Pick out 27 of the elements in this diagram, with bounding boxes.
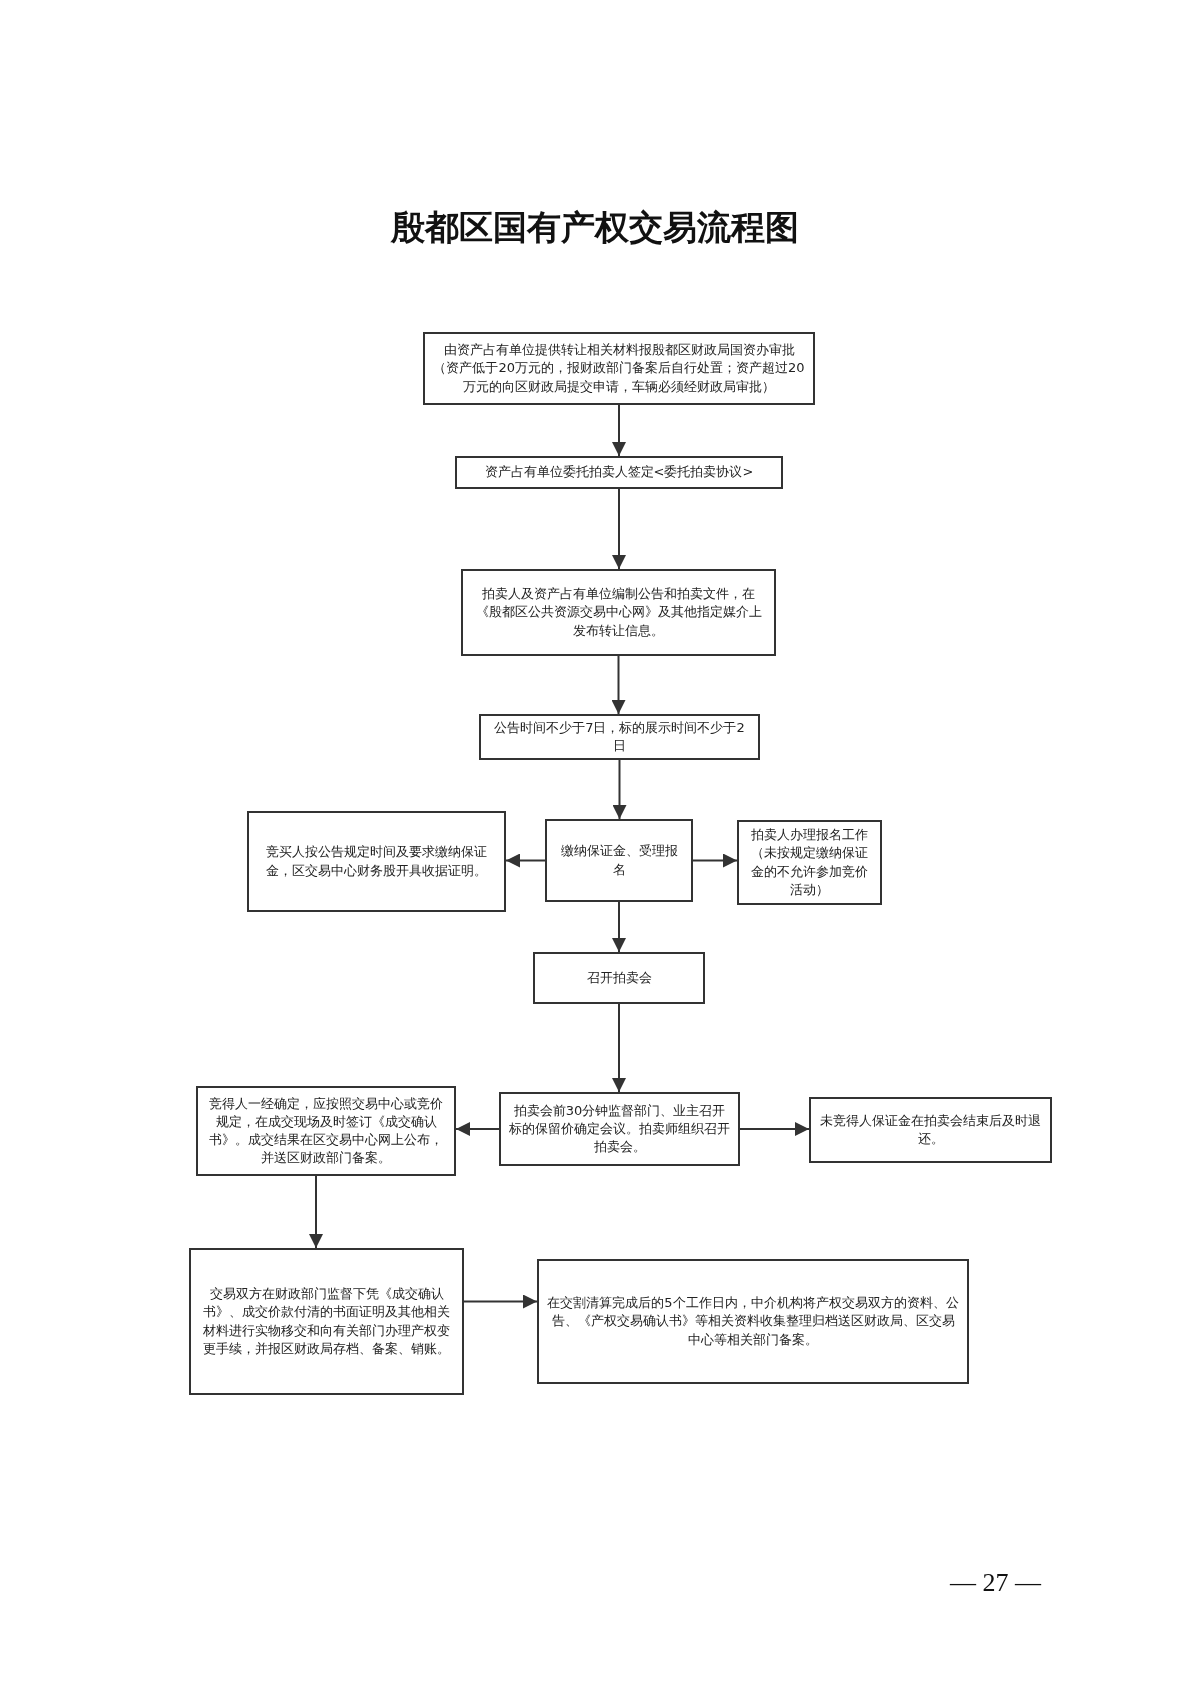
process-box: 由资产占有单位提供转让相关材料报殷都区财政局国资办审批（资产低于20万元的，报财政部门备案后自行处置；资产超过20万元的向区财政局提交申请，车辆必须经财政局审批） [423,332,815,405]
arrow [611,655,626,715]
process-box: 资产占有单位委托拍卖人签定<委托拍卖协议> [455,456,783,489]
process-box: 在交割清算完成后的5个工作日内，中介机构将产权交易双方的资料、公告、《产权交易确认书》等相关资料收集整理归档送区财政局、区交易中心等相关部门备案。 [537,1259,969,1384]
diagram-title: 殷都区国有产权交易流程图 [389,206,800,249]
arrow [612,901,626,953]
process-box: 拍卖人办理报名工作（未按规定缴纳保证金的不允许参加竞价活动） [737,820,882,905]
arrow [612,488,626,570]
arrow [309,1175,323,1249]
page-number: — 27 — [950,1568,1041,1598]
process-box: 竞买人按公告规定时间及要求缴纳保证金，区交易中心财务股开具收据证明。 [247,811,506,912]
process-box: 交易双方在财政部门监督下凭《成交确认书》、成交价款付清的书面证明及其他相关材料进行实物移交和向有关部门办理产权变更手续，并报区财政局存档、备案、销账。 [189,1248,464,1395]
arrow [612,759,627,820]
process-box: 缴纳保证金、受理报名 [545,819,693,902]
arrow [739,1122,810,1136]
process-box: 未竞得人保证金在拍卖会结束后及时退还。 [809,1097,1052,1163]
arrow [692,853,738,868]
arrow [463,1294,538,1309]
arrow [455,1122,500,1136]
process-box: 拍卖人及资产占有单位编制公告和拍卖文件，在《殷都区公共资源交易中心网》及其他指定媒介上发布转让信息。 [461,569,776,656]
process-box: 竞得人一经确定，应按照交易中心或竞价规定，在成交现场及时签订《成交确认书》。成交结果在区交易中心网上公布，并送区财政部门备案。 [196,1086,456,1176]
arrow [612,404,626,457]
process-box: 召开拍卖会 [533,952,705,1004]
process-box: 拍卖会前30分钟监督部门、业主召开标的保留价确定会议。拍卖师组织召开拍卖会。 [499,1092,740,1166]
arrow [505,853,546,868]
process-box: 公告时间不少于7日，标的展示时间不少于2日 [479,714,760,760]
arrow [612,1003,626,1093]
